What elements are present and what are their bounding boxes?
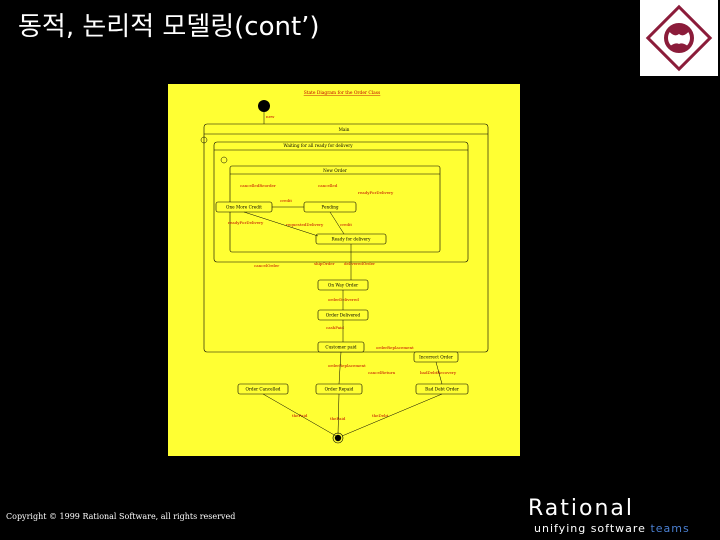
transition-label: readyForDelivery [228, 220, 264, 225]
state-new-order-label: New Order [323, 168, 347, 173]
transition-label: cancelReturn [368, 370, 396, 375]
transition-label: thePaid [330, 416, 346, 421]
slide-title: 동적, 논리적 모델링(cont’) [18, 12, 320, 42]
state-pending-label: Pending [321, 205, 339, 210]
state-diagram: State Diagram for the Order Class new Ma… [168, 84, 520, 456]
transition-label: cancelled [318, 183, 338, 188]
state-on-way-label: On Way Order [328, 283, 358, 288]
state-diagram-canvas: State Diagram for the Order Class new Ma… [200, 91, 489, 444]
transition-label: orderDelivered [328, 297, 359, 302]
transition-label: thePaid [292, 413, 308, 418]
diagram-title: State Diagram for the Order Class [304, 91, 381, 96]
transition-label: theDebt [372, 413, 389, 418]
rational-logo-mark [645, 4, 713, 72]
history-icon [220, 156, 228, 164]
brand-logo: Rational unifying software teams [528, 496, 718, 536]
state-order-repaid-label: Order Repaid [325, 387, 354, 392]
transition-label: orderReplacement [328, 363, 366, 368]
transition-label: new [266, 114, 275, 119]
transition-label: readyForDelivery [358, 190, 394, 195]
transition-label: requestedDelivery [286, 222, 324, 227]
final-state-ring [332, 432, 344, 444]
brand-tagline-accent: teams [650, 522, 690, 535]
transition-label: cancelledReorder [240, 183, 276, 188]
state-main-label: Main [339, 127, 350, 132]
final-state-dot [334, 434, 342, 442]
state-ready-label: Ready for delivery [332, 237, 372, 242]
brand-tagline-main: unifying software [534, 522, 646, 535]
state-order-cancelled-label: Order Cancelled [246, 387, 281, 392]
initial-state-dot [258, 100, 270, 112]
state-bad-debt-label: Bad Debt Order [425, 387, 459, 392]
brand-tagline: unifying software teams [534, 522, 690, 535]
transition-label: shipOrder [314, 261, 335, 266]
state-customer-paid-label: Customer paid [325, 345, 357, 350]
transition-label: badDebtRecovery [420, 370, 457, 375]
state-incorrect-order-label: Incorrect Order [419, 355, 453, 360]
transition-label: orderReplacement [376, 345, 414, 350]
rational-logo [640, 0, 718, 76]
history-icon [200, 136, 208, 144]
state-waiting-label: Waiting for all ready for delivery [283, 143, 353, 148]
transition-label: cancelOrder [254, 263, 279, 268]
state-order-delivered-label: Order Delivered [326, 313, 361, 318]
transition-label: cashPaid [326, 325, 344, 330]
transition-label: credit [340, 222, 352, 227]
copyright-text: Copyright © 1999 Rational Software, all … [6, 512, 236, 521]
transition-label: deliveredOrder [344, 261, 375, 266]
transition-label: credit [280, 198, 292, 203]
state-one-more-label: One More Credit [226, 205, 262, 210]
brand-name: Rational [528, 496, 635, 521]
